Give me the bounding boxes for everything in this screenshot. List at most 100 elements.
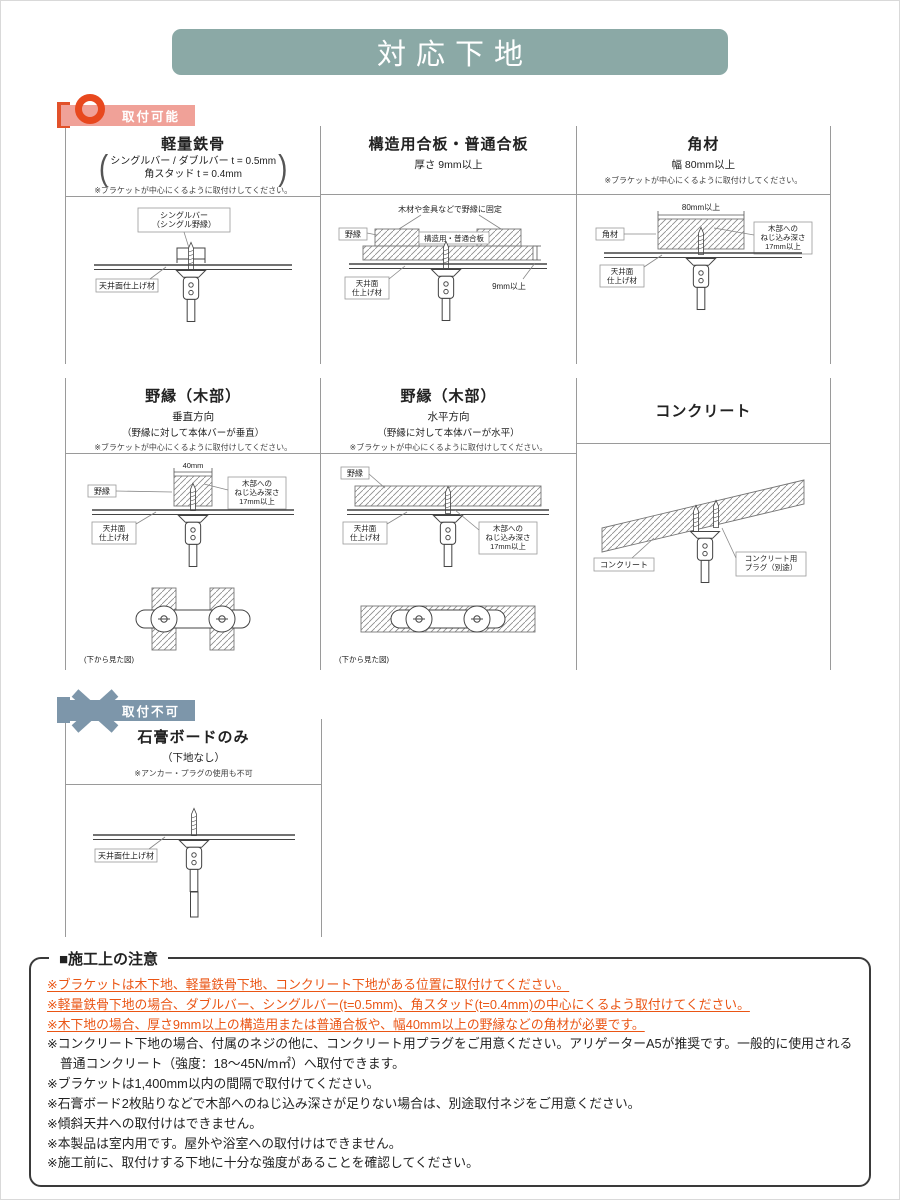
screw-icon [190, 807, 197, 837]
ok-section-marker: 取付可能 [57, 93, 277, 138]
panel-note: ※ブラケットが中心にくるように取付けしてください。 [94, 186, 293, 195]
circle-ok-icon [75, 94, 105, 124]
ceiling-finish-lines [94, 264, 293, 270]
label-lumber: 角材 [595, 227, 625, 241]
note-item: ※木下地の場合、厚さ9mm以上の構造用または普通合板や、幅40mm以上の野縁など… [47, 1016, 645, 1032]
svg-text:17mm以上: 17mm以上 [239, 497, 275, 506]
svg-text:コンクリート用: コンクリート用 [745, 554, 798, 563]
bottom-view [361, 605, 536, 633]
svg-text:木部への: 木部への [242, 478, 272, 488]
ceiling-finish-lines [604, 252, 803, 258]
ceiling-finish-lines [92, 834, 295, 840]
svg-text:構造用・普通合板: 構造用・普通合板 [424, 233, 484, 243]
label-ceiling-finish: 天井面仕上げ材 [94, 848, 157, 863]
label-fix: 木材や金具などで野縁に固定 [399, 204, 503, 214]
panel-spec: 垂直方向 [172, 411, 215, 423]
panel-joist-horizontal: 野縁（木部） 水平方向 （野縁に対して本体バーが水平） ※ブラケットが中心にくる… [320, 378, 576, 670]
panel-light-steel: 軽量鉄骨 ( シングルバー / ダブルバー t = 0.5mm 角スタッド t … [65, 126, 321, 364]
ng-section-marker: 取付不可 [57, 688, 277, 733]
svg-text:ねじ込み深さ: ねじ込み深さ [235, 488, 280, 497]
svg-text:シングルバー: シングルバー [160, 210, 208, 220]
label-screw-depth: 木部への ねじ込み深さ 17mm以上 [753, 221, 813, 255]
svg-text:天井面: 天井面 [354, 523, 377, 533]
screw-icon [190, 482, 196, 512]
svg-text:コンクリート: コンクリート [600, 561, 648, 570]
svg-text:プラグ（別途）: プラグ（別途） [745, 562, 798, 572]
panel-title: 石膏ボードのみ [137, 729, 250, 746]
panel-title: 構造用合板・普通合板 [368, 136, 529, 153]
svg-text:仕上げ材: 仕上げ材 [607, 275, 637, 285]
svg-text:天井面: 天井面 [103, 523, 126, 533]
panel-row-ng: 石膏ボードのみ （下地なし） ※アンカー・プラグの使用も不可 天井面仕上げ材 [65, 719, 322, 937]
svg-text:仕上げ材: 仕上げ材 [352, 287, 382, 297]
diagram-square-lumber: 80mm以上 角材 木部への ねじ込み深さ [595, 203, 813, 311]
bracket-icon [690, 530, 721, 584]
label-screw-depth: 木部への ねじ込み深さ 17mm以上 [227, 476, 287, 510]
panel-note: ※アンカー・プラグの使用も不可 [134, 769, 253, 778]
panel-title: 角材 [687, 136, 720, 153]
panel-concrete: コンクリート コンクリート コンクリート用 プラグ（別 [575, 378, 831, 670]
label-thickness: 9mm以上 [493, 245, 542, 291]
ceiling-finish-lines [349, 263, 548, 269]
diagram-concrete: コンクリート コンクリート用 プラグ（別途） [593, 479, 807, 584]
panel-title: 軽量鉄骨 [161, 136, 226, 153]
svg-text:40mm: 40mm [183, 461, 204, 470]
label-concrete-plug: コンクリート用 プラグ（別途） [735, 551, 807, 577]
label-ceiling-finish: 天井面 仕上げ材 [343, 521, 388, 545]
svg-text:天井面仕上げ材: 天井面仕上げ材 [99, 281, 155, 291]
ceiling-finish-lines [92, 509, 295, 515]
svg-text:17mm以上: 17mm以上 [765, 242, 801, 251]
svg-text:9mm以上: 9mm以上 [493, 282, 527, 291]
bracket-icon [178, 839, 209, 893]
svg-text:ねじ込み深さ: ねじ込み深さ [761, 233, 806, 242]
panel-note: ※ブラケットが中心にくるように取付けしてください。 [94, 443, 293, 452]
bracket-rod [189, 891, 198, 918]
panel-joist-vertical: 野縁（木部） 垂直方向 （野縁に対して本体バーが垂直） ※ブラケットが中心にくる… [65, 378, 321, 670]
note-item: ※本製品は室内用です。屋外や浴室への取付けはできません。 [47, 1135, 402, 1151]
label-ceiling-finish: 天井面 仕上げ材 [91, 521, 137, 545]
bottom-view [135, 587, 251, 651]
svg-text:野縁: 野縁 [94, 486, 110, 496]
svg-text:ねじ込み深さ: ねじ込み深さ [486, 533, 531, 542]
label-ceiling-finish: 天井面 仕上げ材 [599, 264, 645, 288]
anchor-screw-icon [693, 504, 700, 534]
label-joist: 野縁 [341, 466, 370, 480]
svg-text:80mm以上: 80mm以上 [682, 203, 720, 212]
svg-text:木部への: 木部への [768, 223, 798, 233]
note-item: ※コンクリート下地の場合、付属のネジの他に、コンクリート用プラグをご用意ください… [47, 1036, 853, 1072]
bracket-icon [178, 514, 209, 568]
panel-title: 野縁（木部） [400, 388, 497, 405]
svg-text:仕上げ材: 仕上げ材 [350, 532, 380, 542]
svg-text:角材: 角材 [602, 229, 618, 239]
panel-title: 野縁（木部） [145, 388, 242, 405]
label-width-dim: 80mm以上 [657, 203, 745, 219]
label-ceiling-finish: 天井面 仕上げ材 [345, 276, 390, 300]
label-board: 構造用・普通合板 [419, 231, 490, 245]
panel-spec: （下地なし） [162, 752, 225, 764]
panel-plywood: 構造用合板・普通合板 厚さ 9mm以上 木材や金具などで野縁に固定 構造用・普通… [320, 126, 576, 364]
panel-spec: 幅 80mm以上 [671, 159, 736, 171]
diagram-light-steel: シングルバー （シングル野縁） 天井面仕上げ材 [94, 207, 293, 323]
svg-text:木部への: 木部への [493, 523, 523, 533]
note-item: ※軽量鉄骨下地の場合、ダブルバー、シングルバー(t=0.5mm)、角スタッド(t… [47, 996, 750, 1012]
svg-text:（シングル野縁）: （シングル野縁） [152, 219, 216, 229]
label-concrete: コンクリート [593, 557, 655, 572]
panel-square-lumber: 角材 幅 80mm以上 ※ブラケットが中心にくるように取付けしてください。 80… [575, 126, 831, 364]
note-item: ※ブラケットは木下地、軽量鉄骨下地、コンクリート下地がある位置に取付けてください… [47, 977, 570, 992]
panel-row-2: 野縁（木部） 垂直方向 （野縁に対して本体バーが垂直） ※ブラケットが中心にくる… [65, 378, 831, 670]
svg-text:仕上げ材: 仕上げ材 [99, 532, 129, 542]
diagram-joist-vertical: 40mm 野縁 木部への ねじ込み深さ 1 [84, 461, 295, 664]
bracket-icon [176, 269, 207, 323]
svg-text:17mm以上: 17mm以上 [491, 542, 527, 551]
bottom-view-caption: (下から見た図) [84, 655, 134, 664]
label-screw-depth: 木部への ねじ込み深さ 17mm以上 [479, 521, 538, 555]
panel-spec2: （野縁に対して本体バーが水平） [377, 428, 520, 439]
note-item: ※ブラケットは1,400mm以内の間隔で取付けてください。 [47, 1076, 380, 1092]
panel-note: ※ブラケットが中心にくるように取付けしてください。 [349, 443, 548, 452]
joist-block [375, 228, 420, 247]
concrete-slab [601, 479, 805, 553]
svg-text:天井面: 天井面 [356, 278, 379, 288]
diagram-plywood: 木材や金具などで野縁に固定 構造用・普通合板 野縁 [339, 204, 548, 322]
panel-gypsum-only: 石膏ボードのみ （下地なし） ※アンカー・プラグの使用も不可 天井面仕上げ材 [65, 719, 322, 937]
